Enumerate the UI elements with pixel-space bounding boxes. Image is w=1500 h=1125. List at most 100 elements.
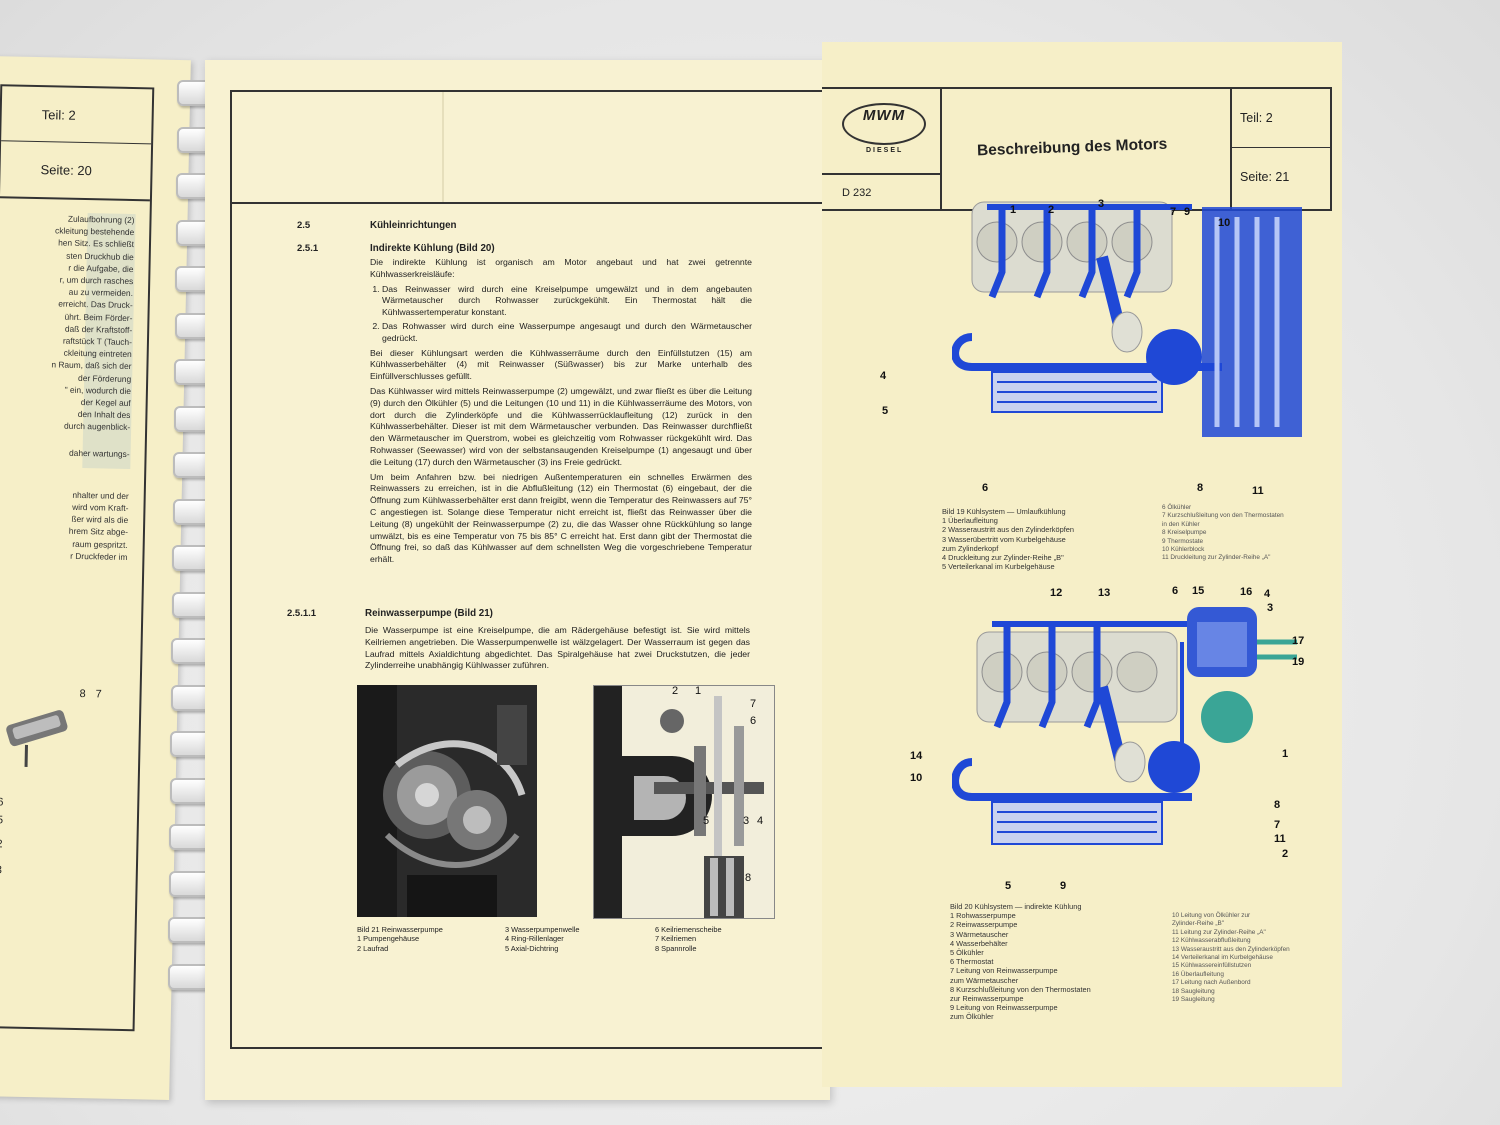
caption-line: Bild 20 Kühlsystem — indirekte Kühlung	[950, 902, 1082, 911]
section-body-indirekte-kuehlung: Die indirekte Kühlung ist organisch am M…	[370, 257, 752, 569]
section-title-indirekte-kuehlung: Indirekte Kühlung (Bild 20)	[370, 243, 495, 254]
fig19-label-8: 8	[1197, 482, 1204, 494]
fig20-label-9: 9	[1060, 880, 1067, 892]
figure-19-cooling-diagram	[952, 201, 1302, 437]
caption-line: zum Wärmetauscher	[950, 975, 1019, 985]
fig20-label-5: 5	[1005, 880, 1012, 892]
fig19-label-11: 11	[1252, 485, 1264, 497]
fig20-label-12: 12	[1050, 587, 1063, 599]
caption-line: 15 Kühlwassereinfüllstutzen	[1172, 962, 1252, 970]
left-label-6: 6	[0, 796, 4, 809]
caption-line: Bild 21 Reinwasserpumpe	[357, 925, 443, 934]
fig20-label-4: 4	[1264, 588, 1271, 600]
middle-page-header	[232, 92, 832, 204]
section-number-2-5: 2.5	[297, 220, 311, 231]
caption-line: 6 Ölkühler	[1162, 504, 1192, 511]
fig20-label-1: 1	[1282, 748, 1289, 760]
caption-line: 5 Ölkühler	[950, 948, 984, 958]
fig19-label-4: 4	[880, 370, 887, 382]
fig20-label-16: 16	[1240, 586, 1253, 598]
fig20-label-14: 14	[910, 750, 923, 762]
pump-section-image	[594, 686, 774, 918]
mwm-logo-block: MWM DIESEL D 232	[822, 89, 942, 209]
left-teil-label: Teil: 2	[1, 86, 153, 145]
right-seite-label: Seite: 21	[1240, 170, 1290, 184]
caption-line: Zylinder-Reihe „B"	[1172, 920, 1224, 928]
caption-line: 13 Wasseraustritt aus den Zylinderköpfen	[1172, 945, 1290, 953]
caption-line: 6 Keilriemenscheibe	[655, 925, 722, 934]
page-title: Beschreibung des Motors	[976, 135, 1168, 160]
engine-model: D 232	[842, 187, 872, 199]
drawing-label-6: 6	[750, 715, 757, 727]
fig19-label-10: 10	[1218, 217, 1231, 229]
section-title-kuehleinrichtungen: Kühleinrichtungen	[370, 220, 457, 231]
drawing-label-8: 8	[745, 872, 752, 884]
paragraph-thermostat: Um beim Anfahren bzw. bei niedrigen Auße…	[370, 471, 752, 565]
fig19-label-2: 2	[1048, 204, 1055, 216]
pump-photo	[357, 685, 537, 917]
caption-line: 7 Keilriemen	[655, 934, 697, 944]
fig19-label-5: 5	[882, 405, 889, 417]
paragraph-einfuellen: Bei dieser Kühlungsart werden die Kühlwa…	[370, 347, 752, 382]
left-page: Teil: 2 Seite: 20 Zulaufbohrung (2)cklei…	[0, 56, 191, 1100]
left-text-line: durch augenblick-	[63, 421, 131, 433]
fig19-label-7: 7	[1170, 206, 1177, 218]
fig20-label-6: 6	[1172, 585, 1179, 597]
caption-line: 2 Reinwasserpumpe	[950, 920, 1018, 930]
caption-line: 9 Leitung von Reinwasserpumpe	[950, 1003, 1058, 1013]
caption-line: 16 Überlaufleitung	[1172, 970, 1224, 978]
caption-line: zur Reinwasserpumpe	[950, 994, 1024, 1004]
middle-page: 2.5 Kühleinrichtungen 2.5.1 Indirekte Kü…	[205, 60, 832, 1100]
caption-line: 3 Wärmetauscher	[950, 929, 1009, 939]
caption-line: 5 Axial-Dichtring	[505, 943, 559, 953]
caption-line: 12 Kühlwasserabflußleitung	[1172, 937, 1251, 945]
fig20-label-13: 13	[1098, 587, 1111, 599]
left-text-line: r Druckfeder im	[70, 550, 128, 562]
fig19-label-6: 6	[982, 482, 989, 494]
drawing-label-4: 4	[757, 815, 764, 827]
caption-line: 7 Leitung von Reinwasserpumpe	[950, 966, 1058, 976]
caption-line: 8 Kreiselpumpe	[1162, 529, 1207, 537]
caption-line: 11 Druckleitung zur Zylinder-Reihe „A"	[1162, 554, 1271, 562]
fig19-label-9: 9	[1184, 206, 1191, 218]
drawing-label-3: 3	[743, 815, 750, 827]
right-teil-label: Teil: 2	[1232, 89, 1332, 148]
section-number-2-5-1-1: 2.5.1.1	[287, 608, 317, 619]
caption-line: 9 Thermostate	[1162, 537, 1204, 545]
drawing-label-1: 1	[695, 685, 702, 697]
middle-page-frame	[230, 90, 832, 1049]
drawing-label-2: 2	[672, 685, 679, 697]
caption-line: zum Ölkühler	[950, 1012, 994, 1022]
caption-line: Bild 19 Kühlsystem — Umlaufkühlung	[942, 507, 1066, 516]
caption-line: 19 Saugleitung	[1172, 996, 1215, 1004]
paragraph-reinwasserpumpe: Die Wasserpumpe ist eine Kreiselpumpe, d…	[365, 625, 750, 671]
caption-line: 5 Verteilerkanal im Kurbelgehäuse	[942, 562, 1055, 572]
caption-line: 4 Druckleitung zur Zylinder-Reihe „B"	[942, 553, 1064, 563]
fig20-label-7: 7	[1274, 819, 1281, 831]
mwm-logo: MWM	[842, 103, 926, 145]
caption-line: 2 Laufrad	[357, 943, 389, 953]
caption-line: zum Zylinderkopf	[942, 543, 999, 553]
fig20-label-15: 15	[1192, 585, 1205, 597]
caption-line: 17 Leitung nach Außenbord	[1172, 979, 1251, 987]
fig20-label-17: 17	[1292, 635, 1305, 647]
list-item-rohwasser: Das Rohwasser wird durch eine Wasserpump…	[382, 321, 752, 345]
pump-photo-image	[357, 685, 537, 917]
caption-line: 1 Rohwasserpumpe	[950, 911, 1016, 921]
caption-line: in den Kühler	[1162, 520, 1200, 528]
fig19-label-1: 1	[1010, 204, 1017, 216]
section-number-2-5-1: 2.5.1	[297, 243, 319, 254]
caption-line: 7 Kurzschlußleitung von den Thermostaten	[1162, 512, 1284, 520]
fig20-label-10: 10	[910, 772, 923, 784]
paragraph-kreislauf: Das Kühlwasser wird mittels Reinwasserpu…	[370, 385, 752, 467]
left-seite-label: Seite: 20	[40, 161, 93, 178]
caption-line: 18 Saugleitung	[1172, 987, 1215, 995]
